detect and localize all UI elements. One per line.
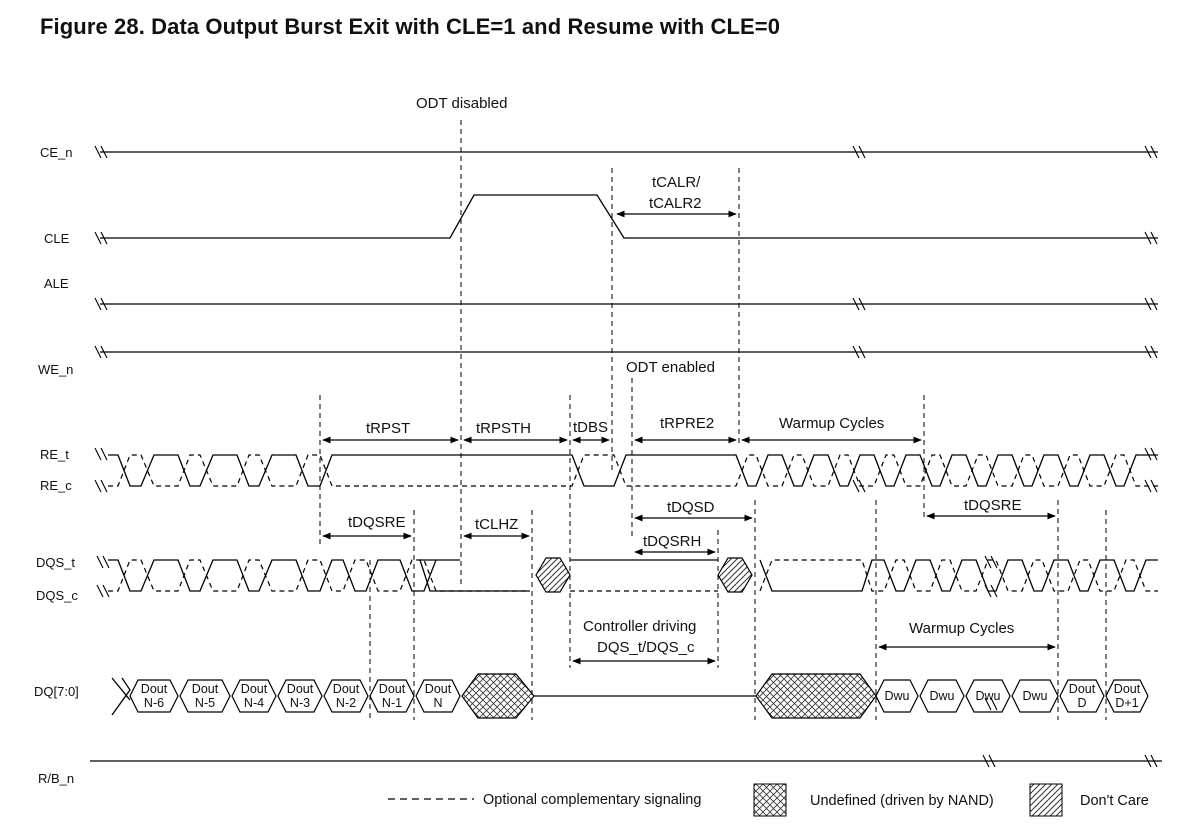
dqs-waves: [108, 557, 1158, 593]
warmup-re-label: Warmup Cycles: [779, 415, 884, 432]
odt-disabled-label: ODT disabled: [416, 95, 507, 112]
dq-cell-label: Dout: [379, 682, 406, 696]
trpst-label: tRPST: [366, 420, 410, 437]
dq-cell-sublabel: N-6: [144, 696, 164, 710]
warmup-dq-label: Warmup Cycles: [909, 620, 1014, 637]
dq-cell-sublabel: D: [1077, 696, 1086, 710]
dq-cell-label: Dout: [333, 682, 360, 696]
dq-cell-shape: [369, 679, 415, 713]
re-waves: [108, 454, 1158, 487]
dq-undefined-1: [461, 673, 535, 719]
dq-cell-sublabel: N: [433, 696, 442, 710]
dq-cell-shape: [277, 679, 323, 713]
dq-data-cells: DoutN-6DoutN-5DoutN-4DoutN-3DoutN-2DoutN…: [129, 679, 1149, 713]
timing-arrows: [322, 210, 1056, 665]
dq-cell-shape: [415, 679, 461, 713]
dq-cell-shape: [129, 679, 179, 713]
signal-label-dqs-c: DQS_c: [36, 588, 78, 603]
tcalr2-label: tCALR2: [649, 195, 702, 212]
tclhz-label: tCLHZ: [475, 516, 518, 533]
odt-enabled-label: ODT enabled: [626, 359, 715, 376]
dq-cell-label: Dout: [241, 682, 268, 696]
dq-cell-sublabel: N-5: [195, 696, 215, 710]
tdqsrh-label: tDQSRH: [643, 533, 701, 550]
dq-cell-shape: [1105, 679, 1149, 713]
signal-label-re-t: RE_t: [40, 447, 69, 462]
dq-cell-label: Dout: [1114, 682, 1141, 696]
tdqsre-label-2: tDQSRE: [964, 497, 1022, 514]
dq-cell-sublabel: N-4: [244, 696, 264, 710]
dqs-dont-care-1: [535, 557, 571, 593]
dq-cell-shape: [1059, 679, 1105, 713]
signal-label-cle: CLE: [44, 231, 70, 246]
dq-cell-label: Dout: [192, 682, 219, 696]
dq-wave: [111, 673, 877, 719]
dq-cell-shape: [179, 679, 231, 713]
signal-label-we-n: WE_n: [38, 362, 73, 377]
controller-label-1: Controller driving: [583, 618, 696, 635]
dq-cell-shape: [1011, 679, 1059, 713]
dq-cell-shape: [875, 679, 919, 713]
dqs-dont-care-2: [717, 557, 753, 593]
legend-undefined-swatch: [753, 783, 787, 817]
break-marks: [94, 145, 1158, 768]
signal-label-re-c: RE_c: [40, 478, 72, 493]
tdbs-label: tDBS: [573, 419, 608, 436]
legend-dont-care-label: Don't Care: [1080, 793, 1149, 809]
tcalr-label: tCALR/: [652, 174, 701, 191]
dq-cell-label: Dwu: [929, 689, 954, 703]
dq-cell-sublabel: N-1: [382, 696, 402, 710]
dq-undefined-2: [755, 673, 877, 719]
dq-cell-sublabel: N-2: [336, 696, 356, 710]
legend-undefined-label: Undefined (driven by NAND): [810, 793, 994, 809]
dq-cell-label: Dout: [425, 682, 452, 696]
signal-label-rb-n: R/B_n: [38, 771, 74, 786]
dq-cell-label: Dwu: [884, 689, 909, 703]
dq-cell-sublabel: N-3: [290, 696, 310, 710]
tdqsre-label-1: tDQSRE: [348, 514, 406, 531]
tdqsd-label: tDQSD: [667, 499, 715, 516]
signal-label-ce-n: CE_n: [40, 145, 73, 160]
legend-optional-label: Optional complementary signaling: [483, 792, 701, 808]
controller-label-2: DQS_t/DQS_c: [597, 639, 695, 656]
figure-title: Figure 28. Data Output Burst Exit with C…: [40, 14, 781, 39]
reference-lines: [319, 120, 1107, 720]
signal-label-dqs-t: DQS_t: [36, 555, 75, 570]
dq-cell-label: Dwu: [975, 689, 1000, 703]
cle-wave: [100, 194, 1158, 239]
dq-cell-shape: [919, 679, 965, 713]
dq-cell-label: Dout: [287, 682, 314, 696]
trpsth-label: tRPSTH: [476, 420, 531, 437]
legend-dont-care-swatch: [1029, 783, 1063, 817]
signal-label-ale: ALE: [44, 276, 69, 291]
dq-cell-label: Dwu: [1022, 689, 1047, 703]
signal-label-dq: DQ[7:0]: [34, 684, 79, 699]
dq-cell-shape: [965, 679, 1011, 713]
trpre2-label: tRPRE2: [660, 415, 714, 432]
dq-cell-sublabel: D+1: [1115, 696, 1138, 710]
dq-cell-shape: [323, 679, 369, 713]
dq-cell-label: Dout: [141, 682, 168, 696]
dq-cell-shape: [231, 679, 277, 713]
dq-cell-label: Dout: [1069, 682, 1096, 696]
